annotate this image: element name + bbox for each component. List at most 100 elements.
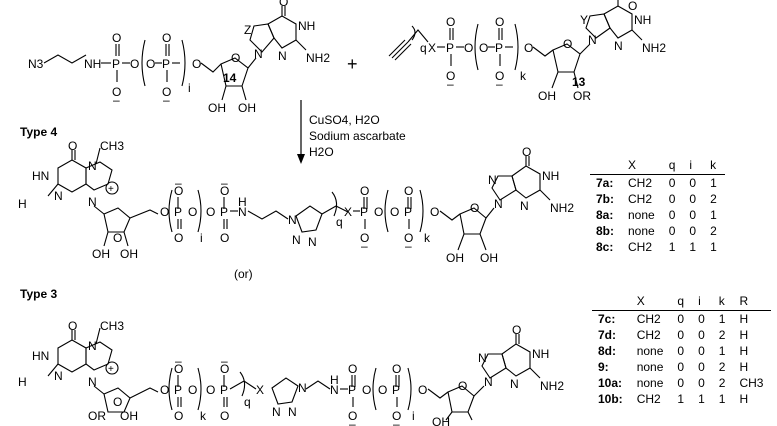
svg-text:O: O [206,205,215,219]
svg-text:O: O [524,41,533,55]
svg-text:P: P [360,205,368,219]
k-subscript: k [424,231,431,245]
table-row: 8a: none 0 0 1 [590,207,725,223]
svg-text:–: – [393,417,400,426]
azide-label: N3 [28,57,44,71]
ch3-label: CH3 [100,139,124,153]
nh2-label: NH2 [540,379,564,393]
column-header: i [689,158,693,172]
svg-text:P: P [446,41,454,55]
compound-id: 8c: [596,240,614,254]
svg-text:O: O [348,409,357,423]
svg-text:O: O [495,15,504,29]
svg-text:P: P [495,41,503,55]
svg-text:N: N [298,381,307,395]
svg-text:–: – [447,77,454,91]
column-header: k [718,294,725,308]
svg-text:O: O [68,139,77,153]
svg-text:P: P [162,57,170,71]
oh-label: OH [92,247,110,261]
svg-text:O: O [446,15,455,29]
svg-text:N: N [292,233,301,247]
nh2-label: H [18,197,27,211]
svg-text:P: P [392,383,400,397]
svg-text:–: – [175,354,182,368]
compound-id: 10b: [598,392,623,406]
svg-text:O: O [392,362,401,376]
svg-text:O: O [430,205,439,219]
svg-text:N: N [54,369,63,383]
compound-id: 10a: [598,376,623,390]
table-row: 7b: CH2 0 0 2 [590,191,725,207]
svg-text:O: O [112,85,121,99]
table-row: 8d: none 0 0 1 H [592,343,771,359]
svg-text:O: O [360,231,369,245]
x-label: X [256,383,264,397]
svg-text:N: N [54,189,63,203]
svg-text:N: N [330,383,339,397]
svg-text:N: N [308,235,317,249]
reagent-line-3: H2O [309,145,334,159]
column-header: R [739,294,749,308]
svg-text:H: H [330,373,339,387]
svg-text:O: O [390,205,399,219]
svg-text:N: N [88,195,97,209]
table-row: 7d: CH2 0 0 2 H [592,327,771,343]
svg-text:N: N [488,173,497,187]
svg-text:O: O [464,41,473,55]
compound-id: 7d: [598,328,616,342]
svg-text:O: O [362,383,371,397]
svg-text:O: O [162,85,171,99]
svg-text:H: H [18,375,27,389]
svg-text:O: O [113,231,122,245]
table-header-row: X q i k [590,156,725,175]
nh2-label: NH2 [642,41,666,55]
oh-label: OH [208,101,226,115]
svg-text:P: P [220,383,228,397]
reagent-line-2: Sodium ascarbate [309,129,406,143]
x-label: X [428,41,436,55]
svg-text:O: O [231,51,240,65]
svg-text:N: N [510,377,519,391]
svg-text:H: H [238,195,247,209]
svg-text:N: N [288,405,297,419]
svg-text:N: N [88,339,97,353]
svg-text:N: N [614,39,623,53]
svg-text:–: – [405,239,412,253]
table-row: 8b: none 0 0 2 [590,223,725,239]
column-header: k [710,158,717,172]
svg-text:O: O [563,37,572,51]
svg-text:–: – [349,417,356,426]
table-row: 7a: CH2 0 0 1 [590,175,725,192]
column-header: X [628,158,637,172]
nh-label: NH [298,19,315,33]
column-header: X [636,294,645,308]
compound-id: 8a: [596,208,614,222]
svg-text:N: N [288,213,297,227]
table-row: 8c: CH2 1 1 1 [590,239,725,255]
svg-text:O: O [220,409,229,423]
svg-text:O: O [220,231,229,245]
compound-14-label: 14 [223,71,237,85]
svg-text:N: N [478,351,487,365]
i-subscript: i [200,231,203,245]
svg-text:O: O [470,201,479,215]
svg-text:O: O [360,184,369,198]
svg-text:N: N [484,375,493,389]
svg-text:O: O [160,205,169,219]
reagent-line-1: CuSO4, H2O [309,113,380,127]
table-row: 10a: none 0 0 2 CH3 [592,375,771,391]
svg-text:P: P [174,205,182,219]
oh-label: OH [538,89,556,103]
or-label: OR [573,89,591,103]
svg-text:P: P [348,383,356,397]
x-label: X [344,205,352,219]
svg-text:–: – [113,93,120,107]
oh-label: OH [480,251,498,265]
compound-13-structure: q X P O O – O O P O O – k O O OH OR N [388,0,666,103]
svg-text:–: – [496,77,503,91]
svg-text:N: N [494,197,503,211]
nh-label: NH [542,169,559,183]
svg-text:O: O [188,383,197,397]
